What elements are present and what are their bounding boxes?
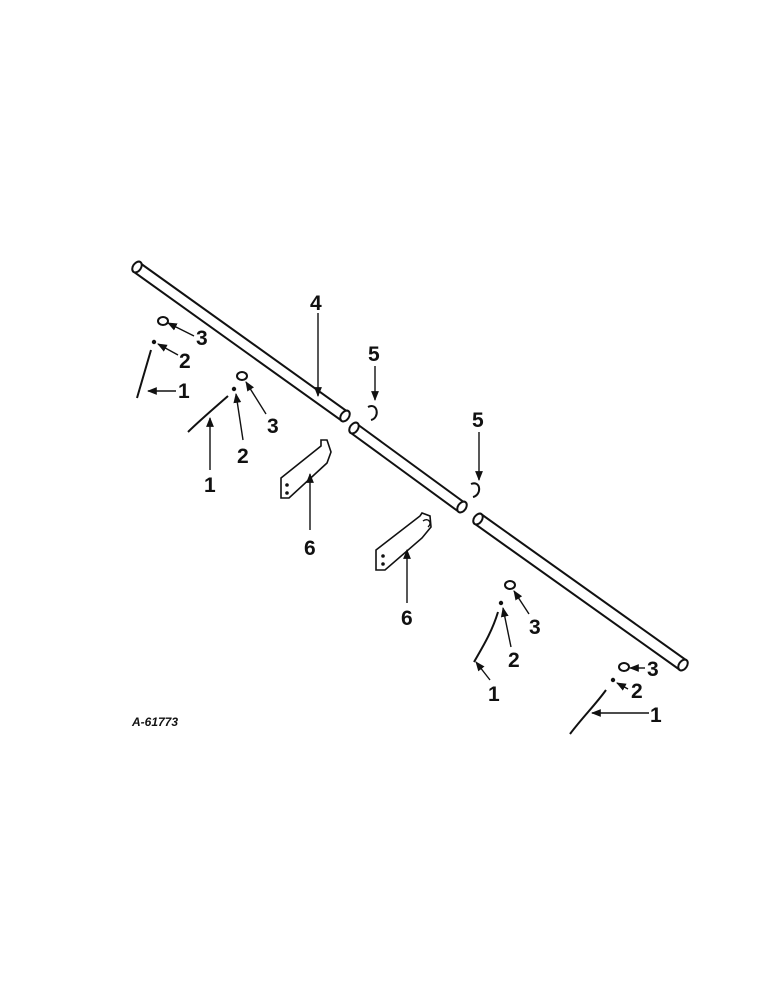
callout-washer-b: 3 bbox=[267, 415, 279, 438]
leader-washer-b bbox=[245, 381, 267, 415]
callout-cotter-c: 2 bbox=[508, 649, 520, 672]
bracket-part-right bbox=[375, 512, 432, 571]
leader-cotter-d bbox=[616, 682, 629, 691]
leader-cotter-a bbox=[157, 343, 179, 356]
rod-segment-middle bbox=[348, 421, 468, 514]
rod-segment-upper bbox=[131, 260, 351, 423]
fastener-set-b bbox=[187, 371, 248, 433]
callout-cotter-d: 2 bbox=[631, 680, 643, 703]
callout-cotter-b: 2 bbox=[237, 445, 249, 468]
callout-clip-lower: 5 bbox=[472, 409, 484, 432]
leader-cotter-b bbox=[233, 393, 244, 441]
rod-segment-lower bbox=[472, 512, 689, 672]
fastener-set-c bbox=[473, 580, 516, 663]
bracket-part-left bbox=[280, 439, 332, 499]
callout-washer-d: 3 bbox=[647, 658, 659, 681]
leader-washer-c bbox=[513, 590, 530, 615]
callout-rod: 4 bbox=[310, 292, 322, 315]
callout-pin-c: 1 bbox=[488, 683, 500, 706]
callout-pin-a: 1 bbox=[178, 380, 190, 403]
leader-lines bbox=[147, 313, 649, 717]
callout-bracket-right: 6 bbox=[401, 607, 413, 630]
callout-washer-a: 3 bbox=[196, 327, 208, 350]
fastener-set-d bbox=[569, 662, 630, 735]
leader-washer-a bbox=[167, 322, 195, 337]
callout-washer-c: 3 bbox=[529, 616, 541, 639]
callout-pin-d: 1 bbox=[650, 704, 662, 727]
callout-pin-b: 1 bbox=[204, 474, 216, 497]
fastener-set-a bbox=[136, 316, 169, 399]
clip-part-upper bbox=[367, 405, 378, 421]
callout-clip-upper: 5 bbox=[368, 343, 380, 366]
callout-cotter-a: 2 bbox=[179, 350, 191, 373]
callout-bracket-left: 6 bbox=[304, 537, 316, 560]
clip-part-lower bbox=[470, 482, 481, 498]
callout-labels: 3 2 1 3 2 1 4 5 5 6 6 3 2 1 3 2 1 bbox=[178, 292, 662, 727]
figure-reference-label: A-61773 bbox=[131, 715, 178, 729]
leader-cotter-c bbox=[500, 607, 512, 648]
leader-pin-c bbox=[475, 661, 491, 681]
